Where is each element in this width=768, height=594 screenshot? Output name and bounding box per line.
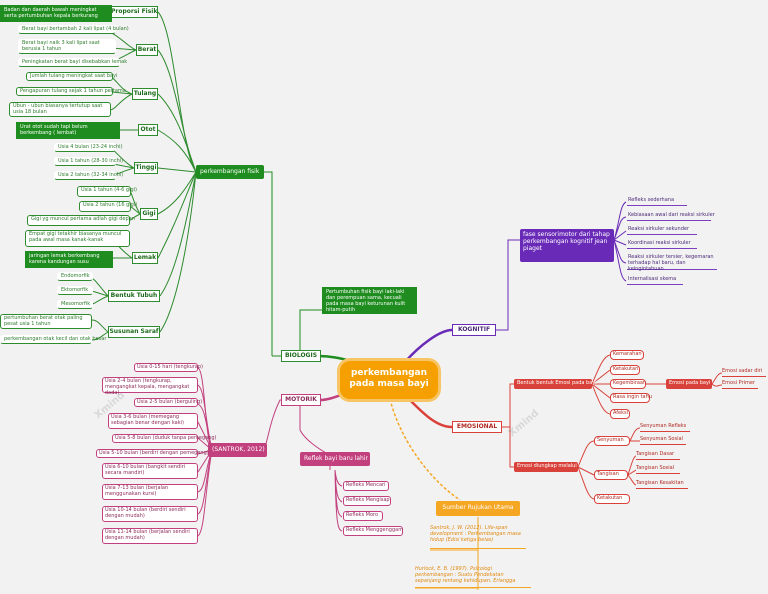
kognitif-item-2[interactable]: Kebiasaan awal dari reaksi sirkuler: [627, 212, 715, 221]
endomorfik[interactable]: Endomorfik: [57, 272, 93, 281]
emosi-pada-bayi-node[interactable]: Emosi pada bayi: [666, 379, 712, 389]
otot-item[interactable]: Urat otot sudah tapi belum berkembang ( …: [16, 122, 120, 139]
tangisan-kesakitan[interactable]: Tangisan Kesakitan: [636, 480, 688, 489]
motorik-item-8[interactable]: Usia 7-13 bulan (berjalan menggunakan ku…: [102, 484, 198, 500]
motorik-item-1[interactable]: Usia 0-15 hari (tengkurap): [134, 363, 203, 372]
senyuman-node[interactable]: Senyuman: [594, 436, 630, 446]
tulang-item-3[interactable]: Ubun - ubun biasanya tertutup saat usia …: [9, 102, 111, 117]
bentuk-tubuh-node[interactable]: Bentuk Tubuh: [108, 290, 160, 302]
lemak-item-2[interactable]: jaringan lemak berkembang karena kandung…: [25, 251, 113, 268]
tulang-node[interactable]: Tulang: [132, 88, 158, 100]
emosi-primer[interactable]: Emosi Primer: [722, 380, 758, 389]
emosi-kemarahan[interactable]: Kemarahan: [610, 350, 644, 360]
berat-node[interactable]: Berat: [136, 44, 158, 56]
sumber-rujukan-node[interactable]: Sumber Rujukan Utama: [436, 501, 520, 516]
reference-hurlock[interactable]: Hurlock, E. B. (1997). Psikologi perkemb…: [415, 566, 531, 588]
tangisan-sosial[interactable]: Tangisan Sosial: [636, 465, 680, 474]
fase-sensorimotor-node[interactable]: fase sensorimotor dari tahap perkembanga…: [520, 229, 614, 262]
emosi-afeksi[interactable]: Afeksi: [610, 409, 630, 419]
tinggi-node[interactable]: Tinggi: [134, 162, 158, 174]
tinggi-item-2[interactable]: Usia 1 tahun (28-30 inchi): [54, 157, 123, 166]
refleks-node[interactable]: Reflek bayi baru lahir: [300, 452, 370, 466]
proporsi-fisik-node[interactable]: Proporsi Fisik: [110, 6, 158, 18]
saraf-item-2[interactable]: perkembangan otak kecil dan otak besar: [0, 335, 106, 344]
senyuman-sosial[interactable]: Senyuman Sosial: [640, 436, 686, 445]
motorik-item-5[interactable]: Usia 5-8 bulan (duduk tanpa pemegang): [112, 434, 217, 443]
emosi-rasa-ingin-tahu[interactable]: Rasa ingin tahu: [610, 393, 652, 403]
kognitif-item-5[interactable]: Reaksi sirkuler tersier, kegemaran terha…: [627, 254, 717, 272]
gigi-item-3[interactable]: Gigi yg muncul pertama adlah gigi depan: [27, 215, 135, 226]
proporsi-item[interactable]: Badan dan daerah bawah meningkat serta p…: [0, 5, 112, 22]
refleks-menggenggam[interactable]: Refleks Menggenggam: [343, 526, 403, 536]
ektomorfik[interactable]: Ektomorfik: [57, 286, 93, 295]
otot-node[interactable]: Otot: [138, 124, 158, 136]
motorik-item-9[interactable]: Usia 10-14 bulan (berdiri sendiri dengan…: [102, 506, 198, 522]
perkembangan-fisik-node[interactable]: perkembangan fisik: [196, 165, 264, 179]
refleks-mengisap[interactable]: Refleks Mengisap: [343, 496, 391, 506]
ketakutan-node[interactable]: Ketakutan: [594, 494, 630, 504]
motorik-node[interactable]: MOTORIK: [281, 394, 321, 406]
lemak-node[interactable]: Lemak: [132, 252, 158, 264]
motorik-item-6[interactable]: Usia 5-10 bulan (berdiri dengan pemegang…: [96, 449, 209, 458]
motorik-item-2[interactable]: Usia 2-4 bulan (tengkurap, mengangkat ke…: [102, 377, 198, 396]
tulang-item-1[interactable]: Jumlah tulang meningkat saat bayi: [26, 72, 117, 81]
fisik-note[interactable]: Pertumbuhan fisik bayi laki-laki dan per…: [322, 287, 417, 314]
motorik-item-3[interactable]: Usia 2-5 bulan (berguling): [134, 398, 202, 407]
motorik-item-7[interactable]: Usia 6-10 bulan (bangkit sendiri secara …: [102, 463, 198, 479]
bentuk-emosi-node[interactable]: Bentuk bentuk Emosi pada bayi: [514, 379, 597, 389]
gigi-node[interactable]: Gigi: [140, 208, 158, 220]
berat-item-3[interactable]: Peningkatan berat bayi disebabkan lemak: [18, 58, 127, 67]
emosi-ketakutan[interactable]: Ketakutan: [610, 365, 640, 375]
kognitif-item-6[interactable]: Internalisasi skema: [627, 276, 683, 285]
tinggi-item-1[interactable]: Usia 4 bulan (23-24 inchi): [54, 143, 123, 152]
gigi-item-1[interactable]: Usia 1 tahun (4-6 gigi): [77, 186, 137, 197]
reference-santrok[interactable]: Santrok, J. W. (2012). Life-span develop…: [430, 525, 526, 549]
berat-item-1[interactable]: Berat bayi bertambah 2 kali lipat (4 bul…: [18, 25, 129, 34]
kognitif-node[interactable]: KOGNITIF: [452, 324, 496, 336]
emosional-node[interactable]: EMOSIONAL: [452, 421, 502, 433]
tangisan-dasar[interactable]: Tangisan Dasar: [636, 451, 680, 460]
emosi-kegembiraan[interactable]: Kegembiraan: [610, 379, 646, 389]
central-topic[interactable]: perkembangan pada masa bayi: [340, 361, 438, 399]
emosi-sadar-diri[interactable]: Emosi sadar diri: [722, 368, 766, 377]
motorik-item-10[interactable]: Usia 11-14 bulan (berjalan sendiri denga…: [102, 528, 198, 544]
tinggi-item-3[interactable]: Usia 2 tahun (32-34 inchi): [54, 171, 123, 180]
mesomorfik[interactable]: Mesomorfik: [57, 300, 93, 309]
susunan-saraf-node[interactable]: Susunan Saraf: [108, 326, 160, 338]
berat-item-2[interactable]: Berat bayi naik 3 kali lipat saat berusi…: [18, 39, 116, 54]
refleks-moro[interactable]: Refleks Moro: [343, 511, 383, 521]
saraf-item-1[interactable]: pertumbuhan berat otak paling pesat usia…: [0, 314, 92, 329]
refleks-mencari[interactable]: Refleks Mencari: [343, 481, 389, 491]
senyuman-refleks[interactable]: Senyuman Refleks: [640, 423, 690, 432]
emosi-diungkap-node[interactable]: Emosi diungkap melalui: [514, 462, 578, 472]
gigi-item-2[interactable]: Usia 2 tahun (16 gigi): [79, 201, 137, 212]
kognitif-item-3[interactable]: Reaksi sirkuler sekunder: [627, 226, 697, 235]
motorik-item-4[interactable]: Usia 3-6 bulan (memegang sebagian benar …: [108, 413, 198, 429]
tangisan-node[interactable]: Tangisan: [594, 470, 628, 480]
biologis-node[interactable]: BIOLOGIS: [281, 350, 321, 362]
lemak-item-1[interactable]: Empat gigi tetakhir biasanya muncul pada…: [25, 230, 130, 247]
tulang-item-2[interactable]: Pengapuran tulang sejak 1 tahun pertama: [16, 87, 126, 96]
santrok-node[interactable]: (SANTROK, 2012): [208, 443, 267, 457]
kognitif-item-1[interactable]: Refleks sederhana: [627, 197, 687, 206]
kognitif-item-4[interactable]: Koordinasi reaksi sirkuler: [627, 240, 697, 249]
